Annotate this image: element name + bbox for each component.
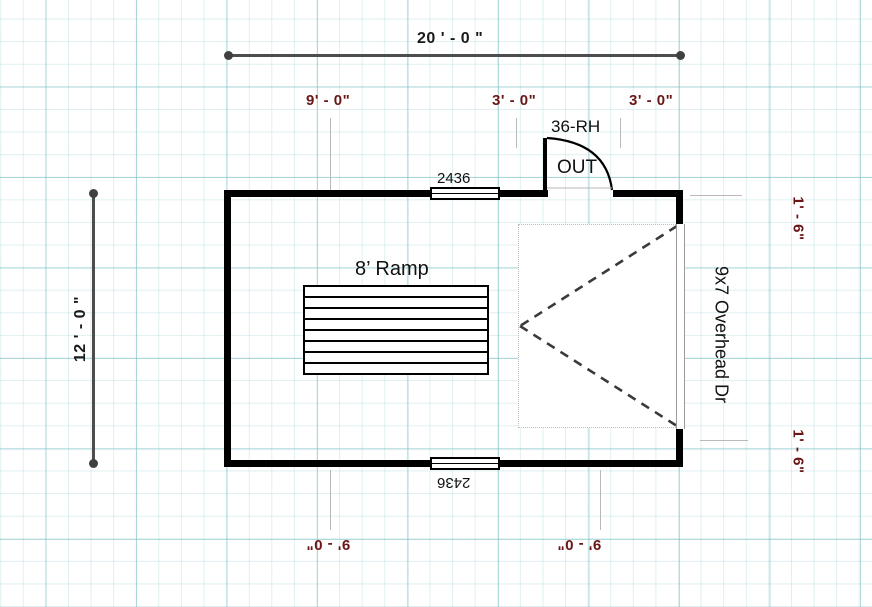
- window-bottom-2436[interactable]: [430, 457, 500, 470]
- overall-width-dim-dot-right: [676, 51, 685, 60]
- window-top-2436-tag: 2436: [437, 170, 471, 187]
- entry-door-swing-direction-label: OUT: [557, 157, 598, 178]
- overall-height-dimension-label: 12 ' - 0 ": [72, 295, 89, 363]
- witness-line-right-2: [700, 440, 748, 441]
- witness-line-top-1: [330, 118, 331, 190]
- ramp-hatch-line: [305, 362, 487, 364]
- witness-line-bottom-2: [600, 470, 601, 530]
- bottom-dimension-segment-2: 9' - 0": [557, 536, 602, 553]
- exterior-wall-top-left: [224, 190, 430, 197]
- right-dimension-segment-2: 1' - 6": [789, 429, 807, 474]
- entry-door-swing-arc: [546, 136, 614, 191]
- overhead-door-swing-indicator: [519, 224, 678, 428]
- ramp-label: 8’ Ramp: [355, 258, 429, 280]
- overall-width-dim-dot-left: [224, 51, 233, 60]
- top-dimension-segment-3: 3' - 0": [629, 92, 674, 109]
- exterior-wall-left: [224, 190, 231, 467]
- window-bottom-2436-tag: 2436: [437, 474, 471, 491]
- top-dimension-segment-1: 9' - 0": [306, 92, 351, 109]
- overhead-door-label: 9x7 Overhead Dr: [711, 265, 732, 404]
- overhead-door-region[interactable]: [518, 224, 678, 428]
- overhead-door-jamb: [676, 224, 685, 429]
- ramp-hatch-line: [305, 318, 487, 320]
- overhead-door-dash-upper: [519, 224, 678, 328]
- overhead-door-dash-lower: [519, 324, 678, 428]
- witness-line-top-2: [516, 118, 517, 148]
- exterior-wall-top-right: [613, 190, 683, 197]
- overall-height-dim-dot-top: [89, 189, 98, 198]
- overall-height-dimension-line: [92, 194, 95, 464]
- entry-door-tag-label: 36-RH: [551, 117, 601, 136]
- witness-line-top-3: [620, 118, 621, 148]
- ramp-hatch-body[interactable]: [303, 285, 489, 375]
- ramp-hatch-line: [305, 296, 487, 298]
- right-dimension-segment-1: 1' - 6": [789, 196, 807, 241]
- witness-line-bottom-1: [330, 470, 331, 530]
- exterior-wall-bottom-right: [500, 460, 683, 467]
- witness-line-right-1: [690, 195, 742, 196]
- overall-height-dim-dot-bottom: [89, 459, 98, 468]
- ramp-hatch-line: [305, 340, 487, 342]
- ramp-hatch-line: [305, 351, 487, 353]
- overall-width-dimension-line: [229, 54, 681, 57]
- exterior-wall-right-top-stub: [676, 190, 683, 226]
- window-top-2436[interactable]: [430, 187, 500, 200]
- ramp-hatch-line: [305, 307, 487, 309]
- ramp-hatch-line: [305, 329, 487, 331]
- bottom-dimension-segment-1: 9' - 0": [306, 536, 351, 553]
- top-dimension-segment-2: 3' - 0": [492, 92, 537, 109]
- exterior-wall-top-middle: [500, 190, 548, 197]
- exterior-wall-bottom-left: [224, 460, 430, 467]
- exterior-wall-right-bottom-stub: [676, 426, 683, 467]
- entry-door-swing-group[interactable]: [540, 132, 625, 194]
- overall-width-dimension-label: 20 ' - 0 ": [417, 30, 484, 47]
